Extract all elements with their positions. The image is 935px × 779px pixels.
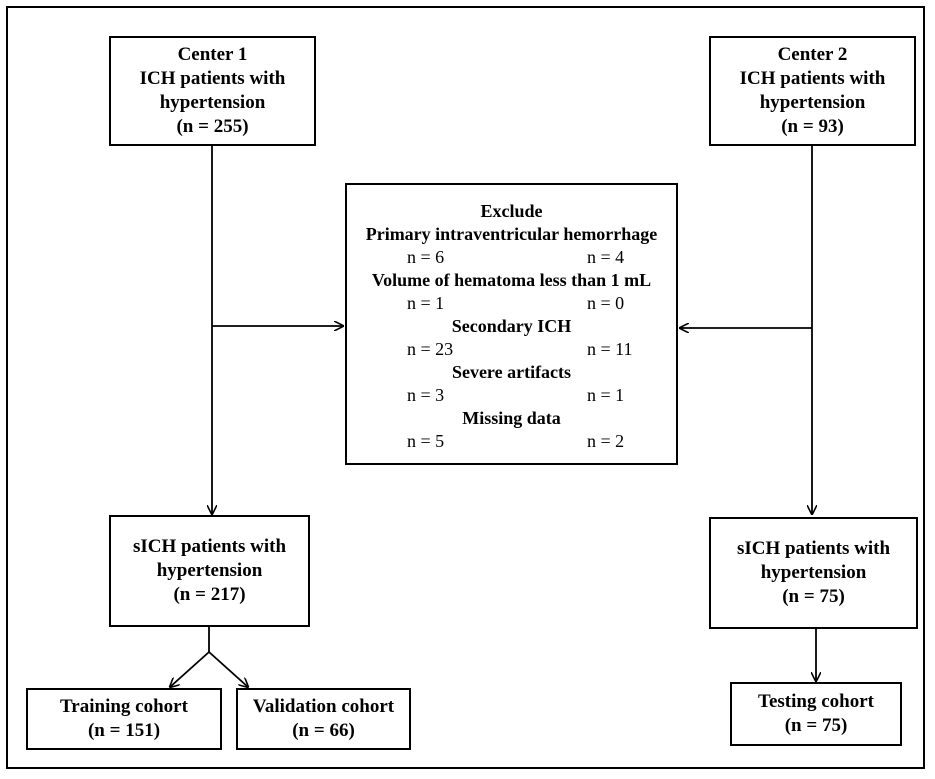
training-cohort-box: Training cohort (n = 151) (26, 688, 222, 750)
center2-box: Center 2 ICH patients with hypertension … (709, 36, 916, 146)
sich1-line-2: hypertension (156, 560, 263, 581)
center2-line-1: Center 2 (777, 44, 848, 65)
arrow-to-validation (208, 651, 248, 687)
center1-box: Center 1 ICH patients with hypertension … (109, 36, 316, 146)
exclude-group-label: Severe artifacts (451, 362, 572, 382)
sich1-line-3: (n = 217) (173, 584, 246, 605)
exclude-group-counts: n = 3 n = 1 (347, 384, 676, 407)
sich2-line-2: hypertension (760, 562, 867, 583)
center2-line-2: ICH patients with (739, 68, 886, 89)
exclude-group-label: Secondary ICH (451, 316, 572, 336)
exclude-count-center1: n = 5 (407, 431, 445, 451)
validation-line-2: (n = 66) (292, 720, 355, 741)
sich2-line-3: (n = 75) (782, 586, 845, 607)
exclude-count-center2: n = 2 (587, 431, 625, 451)
exclude-title: Exclude (480, 201, 543, 221)
exclude-group-label: Primary intraventricular hemorrhage (365, 224, 658, 244)
testing-line-1: Testing cohort (758, 691, 874, 712)
testing-line-2: (n = 75) (784, 715, 848, 736)
exclude-count-center1: n = 23 (407, 339, 454, 359)
exclude-count-center1: n = 1 (407, 293, 445, 313)
exclude-box: Exclude Primary intraventricular hemorrh… (345, 183, 678, 465)
exclude-count-center1: n = 3 (407, 385, 445, 405)
figure-frame (6, 6, 925, 769)
arrow-to-training (170, 651, 210, 687)
validation-line-1: Validation cohort (252, 696, 395, 717)
exclude-count-center2: n = 11 (587, 339, 633, 359)
exclude-group-label: Missing data (462, 408, 561, 428)
center1-line-3: hypertension (159, 92, 266, 113)
exclude-group-counts: n = 23 n = 11 (347, 338, 676, 361)
exclude-count-center2: n = 0 (587, 293, 625, 313)
sich2-line-1: sICH patients with (736, 538, 891, 559)
exclude-count-center2: n = 1 (587, 385, 625, 405)
sich2-box: sICH patients with hypertension (n = 75) (709, 517, 918, 629)
center1-line-2: ICH patients with (139, 68, 286, 89)
center1-line-1: Center 1 (177, 44, 248, 65)
exclude-group-counts: n = 5 n = 2 (347, 430, 676, 453)
sich1-box: sICH patients with hypertension (n = 217… (109, 515, 310, 627)
exclude-group-counts: n = 6 n = 4 (347, 246, 676, 269)
validation-cohort-box: Validation cohort (n = 66) (236, 688, 411, 750)
exclude-group-label: Volume of hematoma less than 1 mL (371, 270, 652, 290)
sich1-line-1: sICH patients with (132, 536, 287, 557)
training-line-1: Training cohort (60, 696, 188, 717)
exclude-count-center2: n = 4 (587, 247, 625, 267)
exclude-group-counts: n = 1 n = 0 (347, 292, 676, 315)
center2-line-4: (n = 93) (781, 116, 844, 137)
training-line-2: (n = 151) (87, 720, 161, 741)
testing-cohort-box: Testing cohort (n = 75) (730, 682, 902, 746)
center1-line-4: (n = 255) (176, 116, 249, 137)
exclude-count-center1: n = 6 (407, 247, 445, 267)
center2-line-3: hypertension (759, 92, 866, 113)
